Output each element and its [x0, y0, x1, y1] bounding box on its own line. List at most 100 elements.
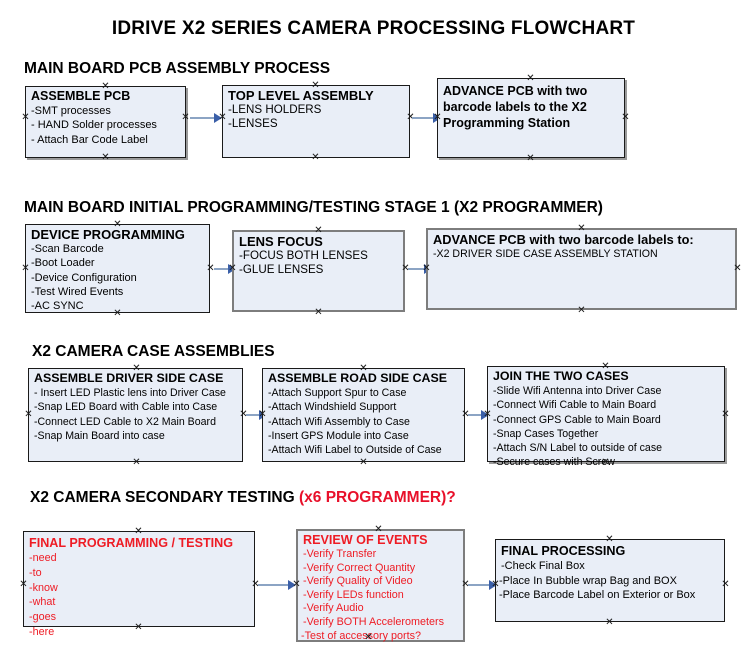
box-title: ASSEMBLE DRIVER SIDE CASE	[34, 371, 224, 385]
connection-handle[interactable]	[483, 410, 492, 419]
section-heading-4-text: X2 CAMERA SECONDARY TESTING	[30, 489, 299, 506]
connection-handle[interactable]	[601, 362, 610, 371]
connection-handle[interactable]	[359, 458, 368, 467]
process-box-assemble-road-side-case[interactable]: ASSEMBLE ROAD SIDE CASE -Attach Support …	[262, 368, 465, 462]
connection-handle[interactable]	[311, 81, 320, 90]
box-line: -Device Configuration	[31, 271, 137, 284]
box-title: ADVANCE PCB with two barcode labels to:	[433, 232, 694, 247]
connection-handle[interactable]	[113, 309, 122, 318]
connection-handle[interactable]	[228, 264, 237, 273]
connector-line	[246, 414, 262, 416]
box-title: REVIEW OF EVENTS	[303, 533, 428, 547]
box-line: -Attach Wifi Label to Outside of Case	[268, 444, 442, 457]
connection-handle[interactable]	[491, 580, 500, 589]
process-box-final-programming-testing[interactable]: FINAL PROGRAMMING / TESTING -need -to -k…	[23, 531, 255, 638]
connection-handle[interactable]	[577, 306, 586, 315]
connection-handle[interactable]	[258, 410, 267, 419]
process-box-review-of-events[interactable]: REVIEW OF EVENTS -Verify Transfer -Verif…	[296, 529, 465, 642]
box-line: -Insert GPS Module into Case	[268, 429, 409, 442]
process-box-lens-focus[interactable]: LENS FOCUS -FOCUS BOTH LENSES -GLUE LENS…	[232, 230, 405, 312]
connection-handle[interactable]	[621, 113, 630, 122]
connector-line	[468, 414, 484, 416]
process-box-assemble-driver-side-case[interactable]: ASSEMBLE DRIVER SIDE CASE - Insert LED P…	[28, 368, 243, 462]
process-box-top-level-assembly[interactable]: TOP LEVEL ASSEMBLY -LENS HOLDERS -LENSES	[222, 85, 410, 158]
box-title: FINAL PROCESSING	[501, 544, 626, 558]
connection-handle[interactable]	[19, 580, 28, 589]
box-line: -need	[29, 552, 57, 564]
connection-handle[interactable]	[24, 410, 33, 419]
connection-handle[interactable]	[364, 633, 373, 642]
section-heading-4-accent: (x6 PROGRAMMER)?	[299, 489, 456, 506]
process-box-assemble-pcb[interactable]: ASSEMBLE PCB -SMT processes - HAND Solde…	[25, 86, 186, 158]
connection-handle[interactable]	[113, 220, 122, 229]
connection-handle[interactable]	[605, 618, 614, 627]
connection-handle[interactable]	[314, 308, 323, 317]
connection-handle[interactable]	[21, 264, 30, 273]
box-line: -Attach Wifi Assembly to Case	[268, 415, 410, 428]
connection-handle[interactable]	[733, 264, 742, 273]
connection-handle[interactable]	[314, 226, 323, 235]
box-title: TOP LEVEL ASSEMBLY	[228, 88, 374, 103]
connection-handle[interactable]	[433, 113, 442, 122]
box-line: -Snap Main Board into case	[34, 429, 165, 442]
box-line: - Attach Bar Code Label	[31, 133, 148, 146]
box-line-overflow: -Test of accessory ports?	[301, 629, 422, 642]
process-box-final-processing[interactable]: FINAL PROCESSING -Check Final Box -Place…	[495, 539, 725, 622]
connection-handle[interactable]	[101, 82, 110, 91]
box-line: -Boot Loader	[31, 257, 95, 270]
connection-handle[interactable]	[601, 458, 610, 467]
box-line: -Attach Windshield Support	[268, 401, 397, 414]
box-line: - HAND Solder processes	[31, 119, 157, 132]
box-title: ASSEMBLE ROAD SIDE CASE	[268, 371, 447, 385]
box-title: DEVICE PROGRAMMING	[31, 227, 185, 242]
section-heading-3-text: X2 CAMERA CASE ASSEMBLIES	[32, 343, 275, 360]
box-line: -Verify Transfer	[303, 548, 377, 560]
connection-handle[interactable]	[359, 364, 368, 373]
box-line: -LENS HOLDERS	[228, 103, 322, 116]
connection-handle[interactable]	[721, 580, 730, 589]
box-line: -Connect LED Cable to X2 Main Board	[34, 415, 216, 428]
connection-handle[interactable]	[134, 527, 143, 536]
connection-handle[interactable]	[21, 113, 30, 122]
connection-handle[interactable]	[292, 580, 301, 589]
connection-handle[interactable]	[721, 410, 730, 419]
connection-handle[interactable]	[181, 113, 190, 122]
box-line: -here	[29, 625, 55, 638]
connection-handle[interactable]	[526, 154, 535, 163]
connection-handle[interactable]	[101, 153, 110, 162]
box-line: -Connect Wifi Cable to Main Board	[493, 399, 657, 412]
box-line: -Verify Quality of Video	[303, 575, 413, 588]
process-box-advance-pcb-2[interactable]: ADVANCE PCB with two barcode labels to: …	[426, 228, 737, 310]
box-line: -AC SYNC	[31, 300, 84, 313]
box-line: -to	[29, 566, 42, 579]
box-line: -Test Wired Events	[31, 285, 124, 298]
box-line: -know	[29, 581, 58, 594]
box-line: -Verify Audio	[303, 602, 364, 615]
connection-handle[interactable]	[577, 224, 586, 233]
connection-handle[interactable]	[311, 153, 320, 162]
connection-handle[interactable]	[374, 525, 383, 534]
connection-handle[interactable]	[132, 364, 141, 373]
connection-handle[interactable]	[218, 113, 227, 122]
box-title: JOIN THE TWO CASES	[493, 369, 629, 383]
box-line: -Attach S/N Label to outside of case	[493, 442, 663, 455]
section-heading-1: MAIN BOARD PCB ASSEMBLY PROCESS	[24, 60, 330, 78]
connection-handle[interactable]	[605, 535, 614, 544]
box-line: -X2 DRIVER SIDE CASE ASSEMBLY STATION	[433, 248, 658, 260]
box-line: -goes	[29, 611, 57, 624]
process-box-advance-pcb-1[interactable]: ADVANCE PCB with two barcode labels to t…	[437, 78, 625, 158]
box-line: -Verify BOTH Accelerometers	[303, 615, 444, 628]
box-title: ADVANCE PCB with two barcode labels to t…	[443, 84, 588, 130]
process-box-join-the-two-cases[interactable]: JOIN THE TWO CASES -Slide Wifi Antenna i…	[487, 366, 725, 468]
box-title: ASSEMBLE PCB	[31, 89, 131, 103]
box-line: -Snap LED Board with Cable into Case	[34, 401, 218, 414]
box-line: - Insert LED Plastic lens into Driver Ca…	[34, 387, 226, 399]
connector-line	[468, 584, 492, 586]
connection-handle[interactable]	[134, 623, 143, 632]
connection-handle[interactable]	[132, 458, 141, 467]
process-box-device-programming[interactable]: DEVICE PROGRAMMING -Scan Barcode -Boot L…	[25, 224, 210, 313]
connection-handle[interactable]	[526, 74, 535, 83]
connection-handle[interactable]	[422, 264, 431, 273]
connector-line	[214, 268, 230, 270]
